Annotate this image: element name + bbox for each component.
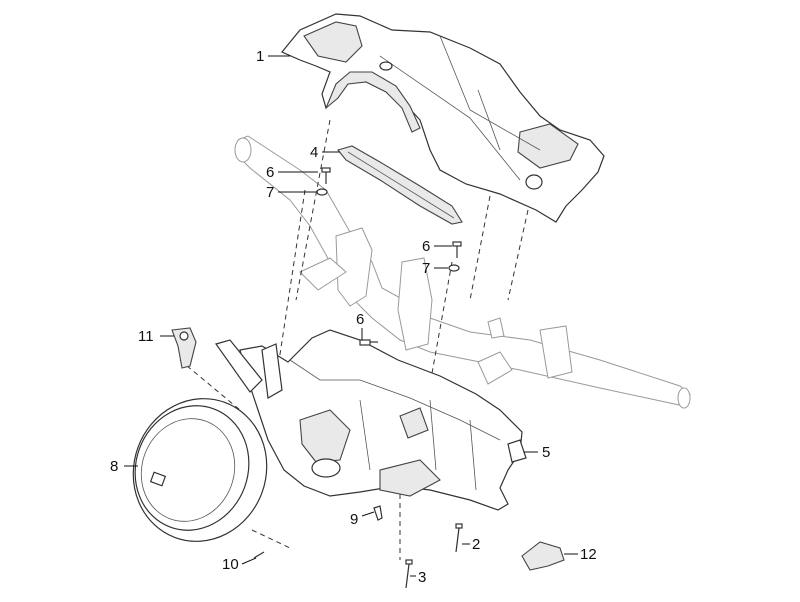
fasteners bbox=[253, 167, 463, 589]
callout-6-upper: 6 bbox=[266, 164, 274, 181]
screw-6-upper bbox=[321, 167, 331, 184]
callout-8: 8 bbox=[110, 458, 118, 475]
leader-lines bbox=[124, 55, 578, 577]
headlamp-ring bbox=[132, 398, 268, 542]
screw-3 bbox=[405, 559, 413, 589]
callout-10: 10 bbox=[222, 556, 239, 573]
callout-4: 4 bbox=[310, 144, 318, 161]
screw-2 bbox=[455, 523, 463, 553]
callout-5: 5 bbox=[542, 444, 550, 461]
callout-6-lower: 6 bbox=[356, 311, 364, 328]
lower-handlebar-cover bbox=[215, 329, 527, 511]
callout-1: 1 bbox=[256, 48, 264, 65]
screw-10 bbox=[253, 551, 265, 559]
upper-handlebar-cover bbox=[281, 13, 605, 223]
handlebar-ghost bbox=[234, 135, 691, 409]
callout-6-mid: 6 bbox=[422, 238, 430, 255]
callout-12: 12 bbox=[580, 546, 597, 563]
screw-6-lower bbox=[359, 339, 378, 346]
callout-3: 3 bbox=[418, 569, 426, 586]
callout-7-upper: 7 bbox=[266, 184, 274, 201]
callout-9: 9 bbox=[350, 511, 358, 528]
callout-labels: 1 2 3 4 5 6 6 6 7 7 8 9 10 11 12 bbox=[110, 48, 597, 586]
screw-6-mid bbox=[452, 241, 462, 258]
washer-7-upper bbox=[316, 188, 328, 196]
gasket-strip bbox=[337, 145, 463, 225]
bracket-left bbox=[171, 327, 197, 369]
callout-2: 2 bbox=[472, 536, 480, 553]
screw-9 bbox=[373, 505, 383, 521]
callout-11: 11 bbox=[138, 328, 154, 345]
bracket-right bbox=[521, 541, 565, 571]
washer-7-mid bbox=[448, 264, 460, 272]
callout-7-mid: 7 bbox=[422, 260, 430, 277]
